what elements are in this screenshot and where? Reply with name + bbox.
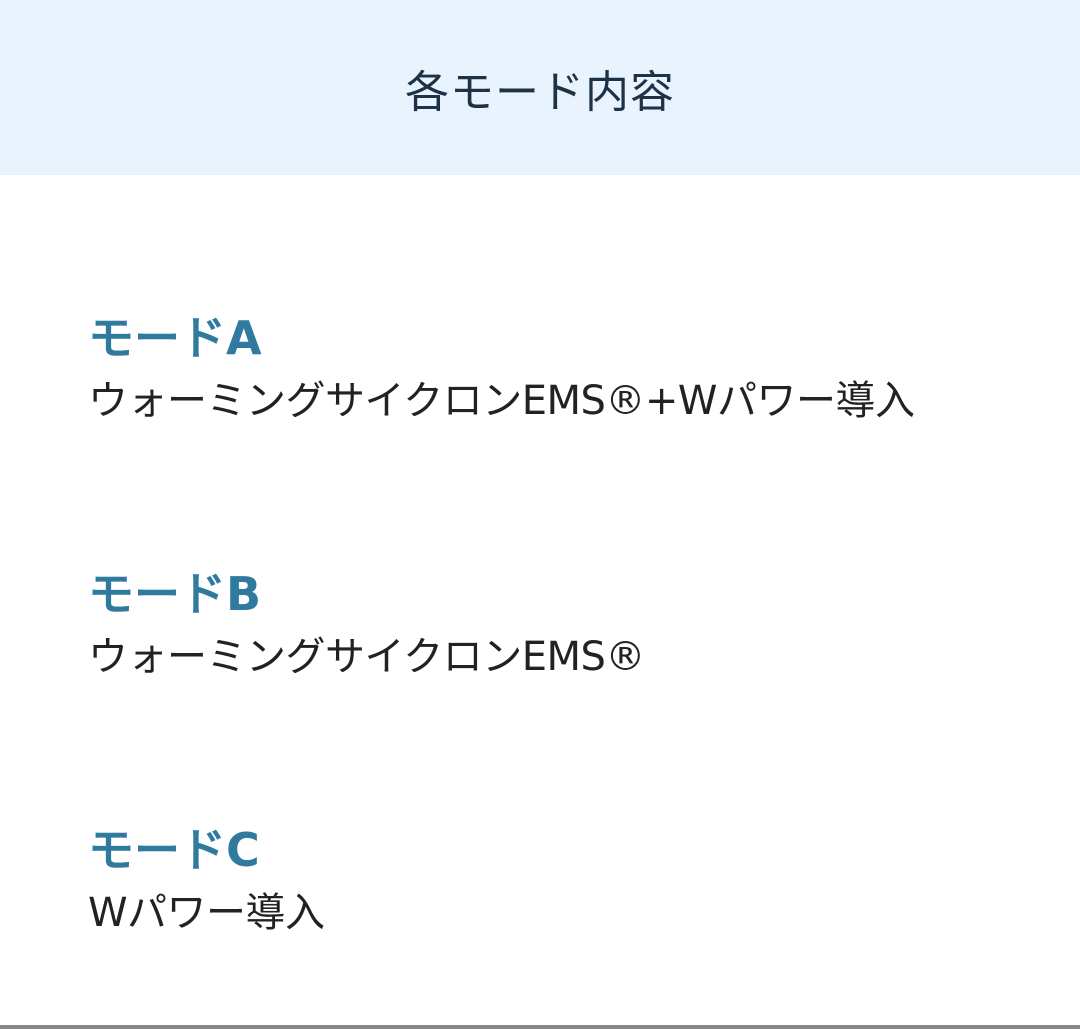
mode-c-description: Wパワー導入	[88, 890, 325, 936]
mode-a-description: ウォーミングサイクロンEMS®+Wパワー導入	[88, 378, 915, 424]
mode-a-section: モードA ウォーミングサイクロンEMS®+Wパワー導入	[88, 310, 915, 428]
mode-c-name: モードC	[88, 823, 260, 877]
header: 各モード内容	[0, 0, 1080, 175]
mode-c-section: モードC Wパワー導入	[88, 822, 325, 940]
mode-b-section: モードB ウォーミングサイクロンEMS®	[88, 566, 645, 684]
mode-b-description: ウォーミングサイクロンEMS®	[88, 634, 645, 680]
mode-b-name: モードB	[88, 567, 262, 621]
divider	[0, 1025, 1080, 1029]
page-title: 各モード内容	[405, 66, 675, 118]
mode-a-name: モードA	[88, 311, 262, 365]
